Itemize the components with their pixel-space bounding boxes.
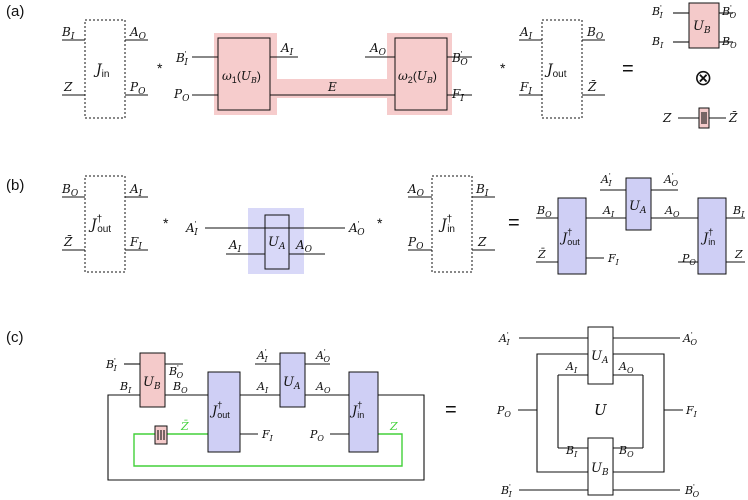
svg-text:BO: BO — [172, 380, 188, 395]
svg-text:A'I: A'I — [498, 331, 510, 347]
svg-text:A'O: A'O — [663, 172, 678, 188]
svg-text:*: * — [163, 215, 169, 231]
svg-text:Z: Z — [477, 235, 487, 249]
svg-text:Z̄: Z̄ — [537, 248, 546, 261]
svg-text:BI: BI — [732, 204, 745, 219]
u-b-box: B'I BI B'O BO UB — [651, 2, 737, 50]
svg-text:A'O: A'O — [315, 348, 330, 364]
svg-text:B'O: B'O — [721, 4, 737, 20]
svg-text:Z̄: Z̄ — [63, 234, 73, 249]
svg-text:Z: Z — [662, 111, 672, 125]
svg-text:B'O: B'O — [684, 483, 700, 499]
svg-text:BO: BO — [721, 35, 737, 50]
svg-text:B'I: B'I — [175, 50, 188, 68]
panel-c: (c) B'I B — [6, 326, 700, 499]
svg-text:Z: Z — [63, 80, 73, 94]
svg-text:B'I: B'I — [651, 4, 664, 20]
svg-text:J†out: J†out — [88, 214, 111, 235]
panel-c-label: (c) — [6, 329, 24, 346]
svg-text:BI: BI — [565, 444, 578, 459]
svg-text:BI: BI — [651, 35, 664, 50]
svg-text:AI: AI — [565, 360, 578, 375]
svg-text:FI: FI — [607, 252, 620, 267]
identity-box: Z Z̄ — [662, 107, 738, 129]
svg-text:B'I: B'I — [105, 357, 118, 373]
svg-text:AI: AI — [602, 204, 615, 219]
svg-text:PO: PO — [496, 404, 511, 419]
svg-text:PO: PO — [173, 87, 190, 104]
svg-text:Z̄: Z̄ — [180, 420, 189, 433]
svg-text:A'O: A'O — [348, 220, 365, 238]
svg-text:AI: AI — [280, 41, 294, 58]
svg-text:AI: AI — [228, 238, 242, 255]
svg-text:=: = — [445, 399, 457, 421]
svg-text:⊗: ⊗ — [694, 65, 712, 90]
svg-text:*: * — [377, 215, 383, 231]
star-1: * — [157, 60, 163, 76]
svg-text:BI: BI — [119, 380, 132, 395]
svg-text:PO: PO — [309, 428, 324, 443]
svg-text:*: * — [500, 60, 506, 76]
u-label: U — [594, 401, 608, 419]
panel-b-result: BO Z̄ A'I A'O AI AO FI PO BI Z J†out UA … — [536, 172, 745, 275]
svg-text:B'O: B'O — [168, 364, 184, 380]
panel-b: (b) BO Z̄ AI FI J†out * A'I A'O AI AO U — [6, 172, 745, 275]
svg-text:=: = — [622, 58, 634, 80]
svg-text:A'I: A'I — [185, 220, 198, 238]
svg-text:B'O: B'O — [451, 50, 468, 68]
svg-text:A'I: A'I — [600, 172, 612, 188]
panel-a-label: (a) — [6, 3, 24, 20]
svg-text:BO: BO — [536, 204, 552, 219]
j-out-box: AI FI BO Z̄ Jout — [519, 19, 605, 119]
svg-text:J†in: J†in — [700, 227, 715, 247]
svg-text:Z̄: Z̄ — [587, 79, 597, 94]
svg-text:PO: PO — [681, 252, 696, 267]
svg-text:Jout: Jout — [544, 62, 567, 80]
svg-text:J†in: J†in — [349, 400, 364, 420]
svg-text:B'I: B'I — [500, 483, 513, 499]
env-label: E — [327, 80, 337, 94]
svg-text:AO: AO — [369, 41, 387, 58]
svg-text:A'O: A'O — [682, 331, 697, 347]
svg-text:AO: AO — [315, 380, 331, 395]
panel-b-label: (b) — [6, 177, 24, 194]
j-out-dagger-box: BO Z̄ AI FI J†out — [61, 175, 148, 273]
svg-text:Z: Z — [734, 248, 743, 261]
panel-a: (a) BI Z AO PO Jin * — [6, 2, 738, 129]
svg-text:AO: AO — [618, 360, 634, 375]
svg-text:A'I: A'I — [256, 348, 268, 364]
svg-text:=: = — [508, 212, 520, 234]
panel-c-right-circuit: A'I A'O AI AO PO FI BI BO B'I B'O UA U U… — [496, 326, 700, 499]
svg-text:BO: BO — [618, 444, 634, 459]
j-in-box: BI Z AO PO Jin — [61, 19, 148, 119]
svg-text:AO: AO — [664, 204, 680, 219]
svg-text:FI: FI — [261, 428, 274, 443]
svg-text:FI: FI — [451, 87, 464, 104]
svg-text:AI: AI — [256, 380, 269, 395]
u-a-block: A'I A'O AI AO UA — [185, 208, 365, 274]
svg-text:Z: Z — [389, 420, 398, 433]
svg-text:J†in: J†in — [438, 214, 455, 235]
svg-text:Jin: Jin — [93, 62, 109, 80]
j-in-dagger-box: AO PO BI Z J†in — [407, 175, 495, 273]
svg-text:FI: FI — [685, 404, 698, 419]
svg-text:Z̄: Z̄ — [728, 110, 738, 125]
omega-block: B'I PO AI AO B'O FI ω1(UB) ω2(UB) E — [173, 33, 472, 115]
panel-c-left-circuit: B'I B'O BI BO A'I A'O AI AO Z̄ FI PO Z U… — [105, 348, 425, 481]
